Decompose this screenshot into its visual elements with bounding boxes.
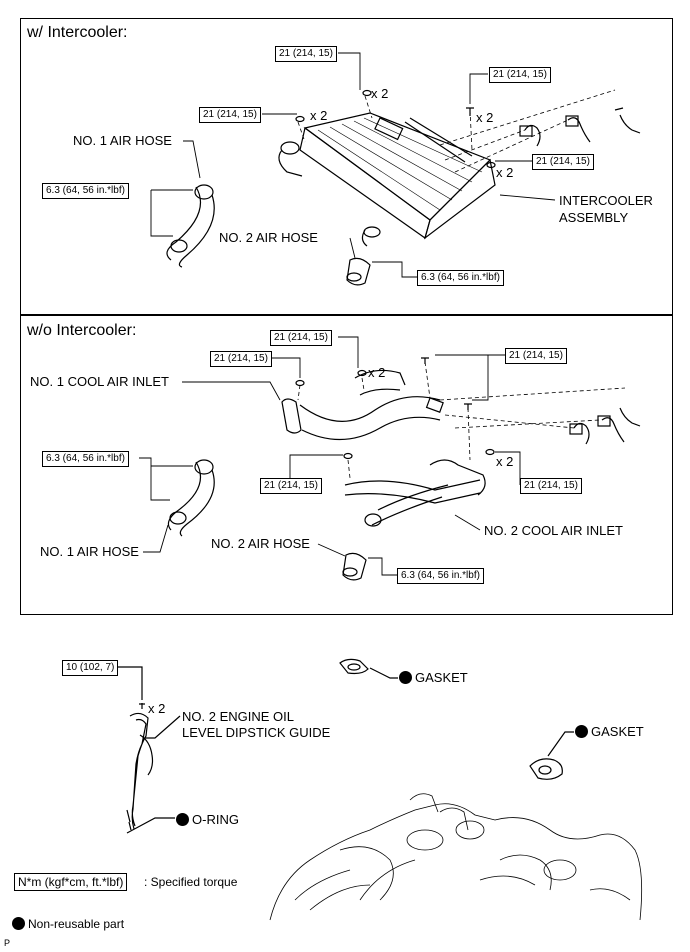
torque-label-no2-hose: 6.3 (64, 56 in.*lbf) — [417, 270, 504, 286]
no2-air-hose-label: NO. 2 AIR HOSE — [211, 536, 310, 551]
torque-label-no1-hose: 6.3 (64, 56 in.*lbf) — [42, 451, 129, 467]
gasket-text: GASKET — [415, 670, 468, 685]
torque-label-top: 21 (214, 15) — [275, 46, 337, 62]
hose-connectors-p1 — [519, 107, 641, 147]
bolts-p2 — [295, 357, 495, 460]
quantity-label: x 2 — [476, 110, 494, 125]
torque-label-bottom-left: 21 (214, 15) — [260, 478, 322, 494]
intercooler-section-title: w/ Intercooler: — [27, 24, 128, 41]
torque-legend-description: : Specified torque — [144, 875, 238, 889]
intercooler-assembly-label-line2: ASSEMBLY — [559, 210, 629, 225]
intercooler-assembly-drawing — [278, 112, 496, 247]
no-intercooler-panel — [20, 315, 673, 615]
torque-unit-legend-box: N*m (kgf*cm, ft.*lbf) — [14, 873, 128, 891]
no2-cool-air-inlet-drawing — [344, 459, 486, 527]
torque-label-no1-hose: 6.3 (64, 56 in.*lbf) — [42, 183, 129, 199]
intercooler-assembly-label-line1: INTERCOOLER — [559, 193, 653, 208]
quantity-label: x 2 — [368, 365, 386, 380]
no2-air-hose-p2 — [342, 552, 367, 581]
hose-connectors-p2 — [569, 407, 641, 445]
non-reusable-dot-icon — [176, 813, 189, 826]
no2-air-hose-p1 — [346, 257, 371, 286]
torque-label-right-top: 21 (214, 15) — [489, 67, 551, 83]
non-reusable-dot-icon — [12, 917, 25, 930]
torque-label-no2-hose: 6.3 (64, 56 in.*lbf) — [397, 568, 484, 584]
gasket-text: GASKET — [591, 724, 644, 739]
leader-dashes-p1 — [297, 89, 616, 173]
torque-label-bottom-right: 21 (214, 15) — [520, 478, 582, 494]
no1-cool-air-inlet-drawing — [281, 369, 444, 441]
engine-drawing — [269, 793, 643, 921]
oring-text: O-RING — [192, 812, 239, 827]
torque-label-right: 21 (214, 15) — [505, 348, 567, 364]
quantity-label: x 2 — [496, 165, 514, 180]
no1-air-hose-p1 — [166, 184, 215, 268]
non-reusable-text: Non-reusable part — [28, 917, 125, 931]
dipstick-guide-label-line1: NO. 2 ENGINE OIL — [182, 709, 294, 724]
torque-label-left: 21 (214, 15) — [210, 351, 272, 367]
non-reusable-dot-icon — [575, 725, 588, 738]
torque-label-left: 21 (214, 15) — [199, 107, 261, 123]
no1-air-hose-label: NO. 1 AIR HOSE — [73, 133, 172, 148]
gasket-1-drawing — [339, 658, 398, 679]
oring-leader — [126, 817, 175, 834]
bolts-p1 — [295, 89, 496, 169]
torque-label-dipstick: 10 (102, 7) — [62, 660, 119, 676]
gasket-label-2: GASKET — [575, 724, 644, 740]
dipstick-guide-label-line2: LEVEL DIPSTICK GUIDE — [182, 725, 331, 740]
leader-dashes-p2 — [297, 361, 626, 479]
non-reusable-dot-icon — [399, 671, 412, 684]
no2-cool-air-inlet-label: NO. 2 COOL AIR INLET — [484, 523, 623, 538]
gasket-2-drawing — [529, 731, 574, 780]
corner-mark: P — [4, 938, 11, 948]
torque-label-right-bottom: 21 (214, 15) — [532, 154, 594, 170]
callout-lines-p2 — [139, 336, 521, 576]
torque-label-top: 21 (214, 15) — [270, 330, 332, 346]
non-reusable-legend: Non-reusable part — [12, 916, 124, 932]
gasket-label-1: GASKET — [399, 670, 468, 686]
quantity-label: x 2 — [310, 108, 328, 123]
no1-air-hose-label: NO. 1 AIR HOSE — [40, 544, 139, 559]
no1-cool-air-inlet-label: NO. 1 COOL AIR INLET — [30, 374, 169, 389]
no-intercooler-section-title: w/o Intercooler: — [27, 322, 137, 339]
intercooler-panel — [20, 18, 673, 315]
dipstick-guide-drawing — [95, 666, 181, 831]
no2-air-hose-label: NO. 2 AIR HOSE — [219, 230, 318, 245]
quantity-label: x 2 — [496, 454, 514, 469]
quantity-label: x 2 — [148, 701, 166, 716]
no1-air-hose-p2 — [167, 459, 215, 537]
callout-lines-p1 — [150, 52, 556, 278]
quantity-label: x 2 — [371, 86, 389, 101]
oring-label: O-RING — [176, 812, 239, 828]
